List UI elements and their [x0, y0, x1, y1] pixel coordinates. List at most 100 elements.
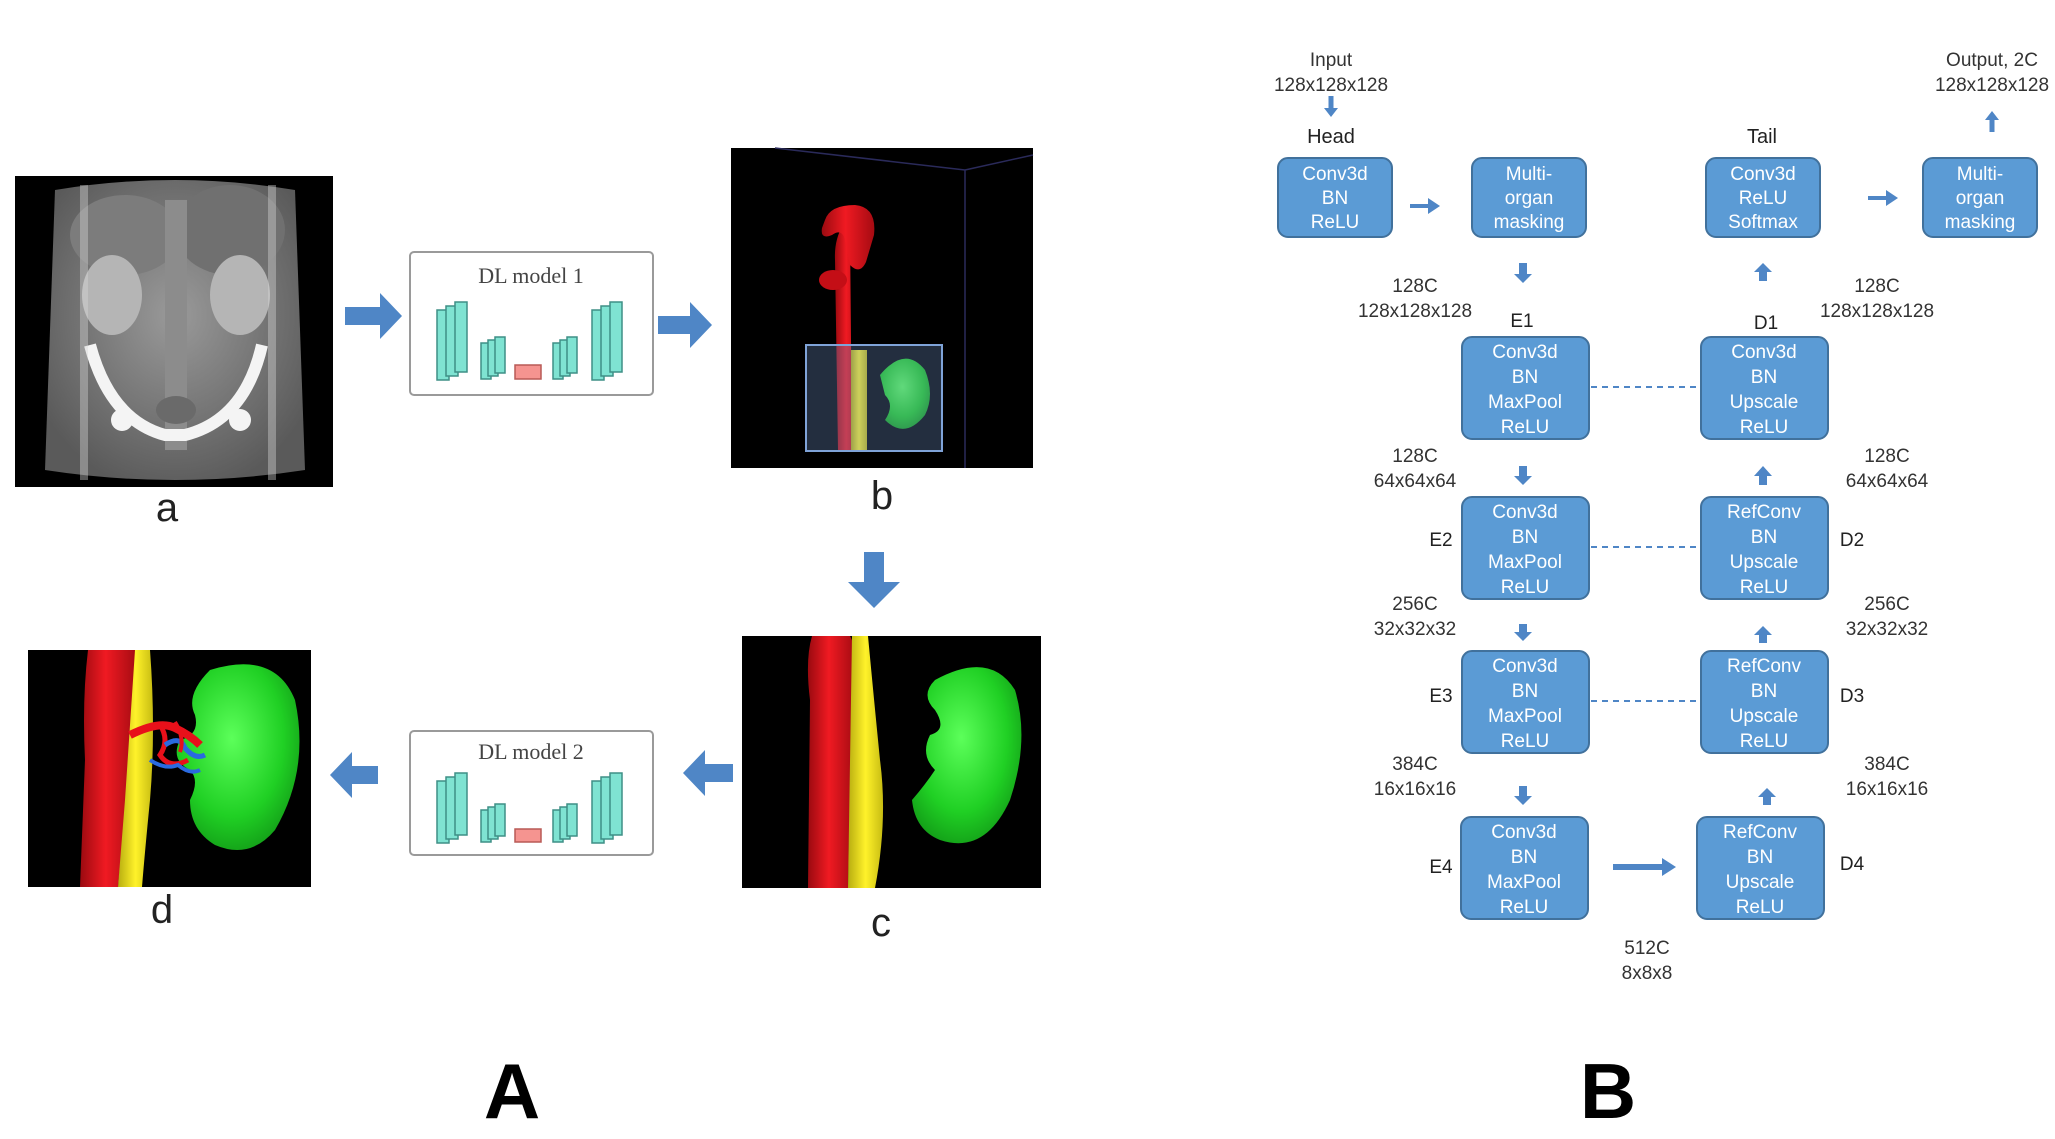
organ-masking-block-left: Multi- organ masking — [1471, 157, 1587, 238]
d2-line2: BN — [1751, 527, 1777, 548]
d3-line2: BN — [1751, 681, 1777, 702]
unet-icon-2 — [436, 772, 623, 844]
arrow-b-to-c — [848, 552, 900, 608]
e1-line2: BN — [1512, 367, 1538, 388]
mask-right-line1: Multi- — [1957, 164, 2003, 185]
bottleneck-channels: 512C — [1624, 938, 1669, 959]
e2-block: Conv3d BN MaxPool ReLU — [1461, 496, 1590, 600]
e3-block: Conv3d BN MaxPool ReLU — [1461, 650, 1590, 754]
d2-block: RefConv BN Upscale ReLU — [1700, 496, 1829, 600]
mask-right-line2: organ — [1956, 188, 2005, 209]
d1-block: Conv3d BN Upscale ReLU — [1700, 336, 1829, 440]
d1-line3: Upscale — [1730, 392, 1799, 413]
unet-icon-1 — [436, 301, 623, 381]
sublabel-d: d — [151, 888, 173, 932]
arrow-c-to-model2 — [683, 750, 733, 796]
e4-channels: 384C — [1392, 754, 1437, 775]
segmentation-3d-image — [731, 147, 1034, 468]
d2-line3: Upscale — [1730, 552, 1799, 573]
sublabel-b: b — [871, 474, 893, 518]
final-segmentation-image — [28, 650, 311, 887]
e3-line1: Conv3d — [1492, 656, 1558, 677]
arrow-model2-to-d — [330, 752, 378, 798]
e2-channels: 128C — [1392, 446, 1437, 467]
head-block-line1: Conv3d — [1302, 164, 1368, 185]
arrow-e3-to-e4 — [1514, 786, 1532, 805]
sublabel-a: a — [156, 486, 179, 530]
tail-block-line3: Softmax — [1728, 212, 1798, 233]
mask-left-line2: organ — [1505, 188, 1554, 209]
tail-block-line1: Conv3d — [1730, 164, 1796, 185]
e1-line4: ReLU — [1501, 417, 1550, 438]
e4-block: Conv3d BN MaxPool ReLU — [1460, 816, 1589, 920]
mask-right-line3: masking — [1945, 212, 2016, 233]
bottleneck-size: 8x8x8 — [1622, 963, 1673, 984]
d4-line4: ReLU — [1736, 897, 1785, 918]
d2-size: 64x64x64 — [1846, 471, 1929, 492]
tail-label: Tail — [1747, 126, 1777, 148]
arrow-d4-to-d3 — [1758, 788, 1776, 805]
d4-line1: RefConv — [1723, 822, 1797, 843]
d4-size: 16x16x16 — [1846, 779, 1928, 800]
d2-line4: ReLU — [1740, 577, 1789, 598]
d4-line2: BN — [1747, 847, 1773, 868]
arrow-head-to-mask — [1410, 198, 1440, 214]
sublabel-c: c — [871, 901, 891, 945]
dl-model-2-label: DL model 2 — [478, 739, 584, 764]
e3-line4: ReLU — [1501, 731, 1550, 752]
dl-model-1: DL model 1 — [409, 251, 654, 396]
e2-line1: Conv3d — [1492, 502, 1558, 523]
ct-scan-image — [15, 176, 333, 487]
e3-size: 32x32x32 — [1374, 619, 1456, 640]
panel-b-label: B — [1580, 1047, 1636, 1135]
arrow-e2-to-e3 — [1514, 624, 1532, 641]
arrow-a-to-model1 — [345, 293, 402, 339]
e2-line2: BN — [1512, 527, 1538, 548]
arrow-d2-to-d1 — [1754, 466, 1772, 485]
e1-line1: Conv3d — [1492, 342, 1558, 363]
arrow-model1-to-b — [658, 302, 712, 348]
arrow-input-down — [1324, 108, 1338, 117]
d3-block: RefConv BN Upscale ReLU — [1700, 650, 1829, 754]
e1-block: Conv3d BN MaxPool ReLU — [1461, 336, 1590, 440]
dl-model-2: DL model 2 — [409, 730, 654, 856]
d3-channels: 256C — [1864, 594, 1909, 615]
d1-name: D1 — [1754, 313, 1778, 334]
e1-line3: MaxPool — [1488, 392, 1562, 413]
tail-block: Conv3d ReLU Softmax — [1705, 157, 1821, 238]
output-size: 128x128x128 — [1935, 75, 2049, 96]
e4-line2: BN — [1511, 847, 1537, 868]
arrow-e1-to-e2 — [1514, 466, 1532, 485]
arrow-mask-to-e1 — [1514, 263, 1532, 283]
d2-name: D2 — [1840, 530, 1864, 551]
organ-masking-block-right: Multi- organ masking — [1922, 157, 2038, 238]
arrow-e4-to-d4 — [1613, 858, 1676, 876]
arrow-output-up — [1985, 111, 1999, 120]
e1-channels: 128C — [1392, 276, 1437, 297]
dl-model-1-label: DL model 1 — [478, 263, 584, 288]
head-block-line3: ReLU — [1311, 212, 1360, 233]
e1-size: 128x128x128 — [1358, 301, 1472, 322]
d4-line3: Upscale — [1726, 872, 1795, 893]
mask-left-line3: masking — [1494, 212, 1565, 233]
e3-line3: MaxPool — [1488, 706, 1562, 727]
d1-line2: BN — [1751, 367, 1777, 388]
e2-name: E2 — [1429, 530, 1452, 551]
d3-line3: Upscale — [1730, 706, 1799, 727]
e2-line4: ReLU — [1501, 577, 1550, 598]
d3-line4: ReLU — [1740, 731, 1789, 752]
panel-b: Input 128x128x128 Output, 2C 128x128x128… — [1274, 50, 2049, 1135]
e1-name: E1 — [1510, 311, 1533, 332]
e3-channels: 256C — [1392, 594, 1437, 615]
d3-line1: RefConv — [1727, 656, 1801, 677]
output-label: Output, 2C — [1946, 50, 2038, 71]
head-block: Conv3d BN ReLU — [1277, 157, 1393, 238]
d1-line4: ReLU — [1740, 417, 1789, 438]
cropped-3d-image — [742, 636, 1041, 888]
e2-line3: MaxPool — [1488, 552, 1562, 573]
panel-a: a DL model 1 — [15, 147, 1041, 1135]
e4-line1: Conv3d — [1491, 822, 1557, 843]
arrow-d1-to-tail — [1754, 263, 1772, 281]
d2-line1: RefConv — [1727, 502, 1801, 523]
